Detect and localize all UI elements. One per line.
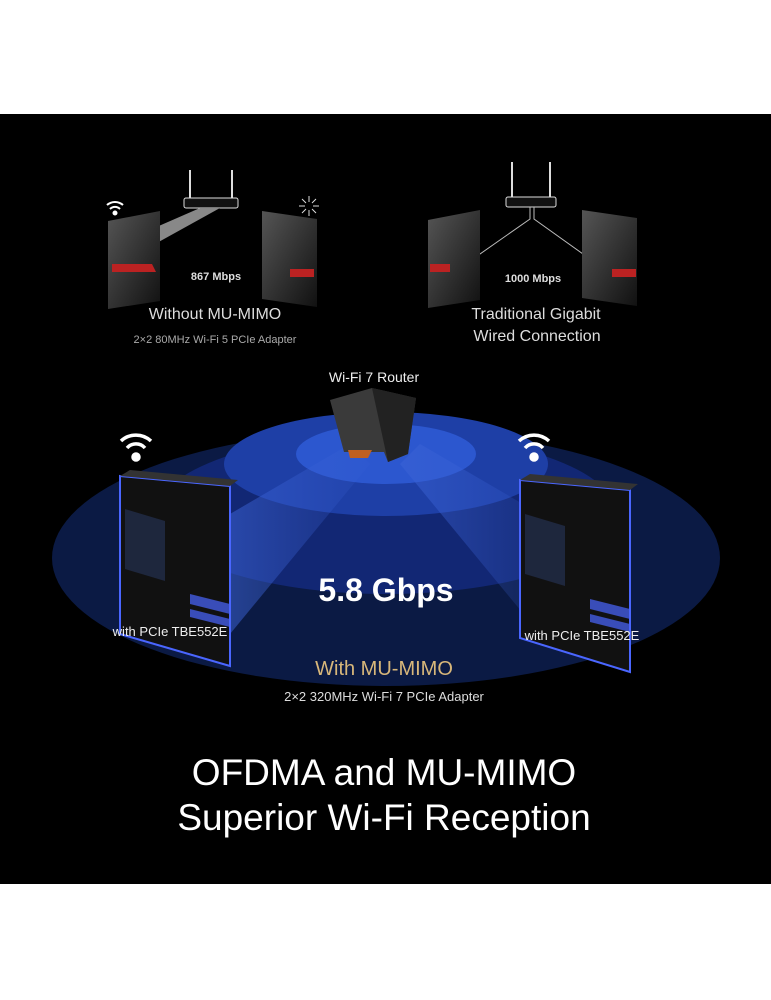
router-icon: [505, 162, 557, 208]
wifi-icon: [119, 433, 153, 462]
router-label: Wi-Fi 7 Router: [328, 369, 420, 385]
signal-beam-right: [400, 444, 540, 634]
right-pc-label: with PCIe TBE552E: [524, 628, 640, 643]
pc-tower-right-small: [262, 211, 317, 307]
headline-line1: OFDMA and MU-MIMO: [191, 752, 577, 793]
signal-beam-left: [230, 444, 370, 634]
wifi7-router: [330, 388, 416, 462]
mu-mimo-speed: 5.8 Gbps: [318, 572, 454, 608]
infographic-panel: 867 Mbps Without MU-MIMO 2×2 80MHz Wi-Fi…: [0, 114, 771, 884]
no-signal-icon: [299, 196, 319, 216]
with-mu-mimo-subtitle: 2×2 320MHz Wi-Fi 7 PCIe Adapter: [284, 689, 484, 704]
wired-connection-scene: [428, 162, 637, 308]
without-mu-mimo-title: Without MU-MIMO: [148, 306, 282, 323]
pc-tower-left-small: [108, 211, 160, 309]
mu-mimo-scene: [52, 388, 720, 686]
wifi-icon: [517, 433, 551, 462]
pc-tower-right-small: [582, 210, 637, 306]
wifi-icon: [106, 201, 124, 216]
pc-tower-right: [519, 474, 638, 674]
wired-title-line2: Wired Connection: [473, 328, 601, 345]
speed-label-wired: 1000 Mbps: [504, 273, 562, 285]
speed-label-wifi5: 867 Mbps: [190, 271, 242, 283]
illustration: [52, 162, 720, 686]
without-mu-mimo-scene: [106, 170, 319, 309]
ethernet-cables: [469, 207, 591, 262]
wifi-link-beam: [145, 208, 220, 244]
wired-title-line1: Traditional Gigabit: [471, 306, 601, 323]
with-mu-mimo-title: With MU-MIMO: [315, 658, 453, 680]
without-mu-mimo-subtitle: 2×2 80MHz Wi-Fi 5 PCIe Adapter: [133, 334, 297, 346]
pc-tower-left: [119, 470, 238, 668]
left-pc-label: with PCIe TBE552E: [112, 624, 228, 639]
headline-line2: Superior Wi-Fi Reception: [177, 797, 591, 838]
router-icon: [183, 170, 239, 209]
pc-tower-left-small: [428, 210, 480, 308]
